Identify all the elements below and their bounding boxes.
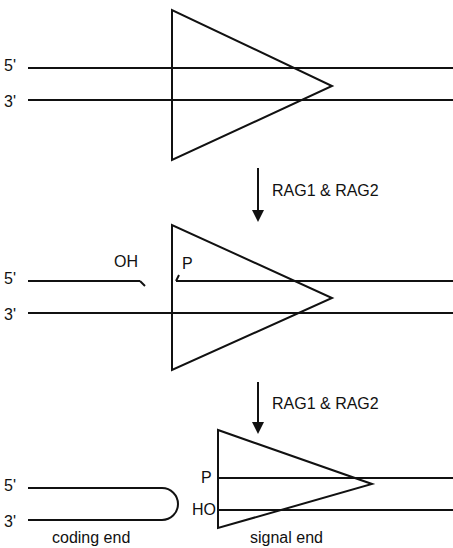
step-arrow bbox=[257, 382, 259, 424]
strand-end-label: 5' bbox=[4, 58, 16, 74]
dna-strand bbox=[28, 312, 453, 314]
strand-end-label: 3' bbox=[4, 514, 16, 530]
nick-tick bbox=[140, 281, 145, 286]
strand-end-label: 3' bbox=[4, 94, 16, 110]
hairpin-coding-end bbox=[28, 488, 178, 520]
strand-end-label: 5' bbox=[4, 478, 16, 494]
arrow-head bbox=[252, 210, 264, 222]
enzyme-label: RAG1 & RAG2 bbox=[272, 396, 379, 412]
chemical-group-label: HO bbox=[192, 502, 216, 518]
dna-strand bbox=[218, 477, 453, 479]
strand-end-label: 3' bbox=[4, 307, 16, 323]
chemical-group-label: P bbox=[201, 470, 212, 486]
step-arrow bbox=[257, 168, 259, 212]
dna-strand bbox=[218, 509, 453, 511]
end-caption: coding end bbox=[52, 530, 130, 546]
chemical-group-label: P bbox=[182, 256, 193, 272]
signal-triangle bbox=[172, 225, 332, 370]
strand-end-label: 5' bbox=[4, 271, 16, 287]
dna-strand bbox=[28, 67, 453, 69]
arrow-head bbox=[252, 422, 264, 434]
signal-triangle bbox=[218, 430, 372, 528]
nick-tick bbox=[176, 275, 179, 281]
dna-strand bbox=[28, 280, 140, 282]
signal-triangle bbox=[172, 10, 332, 160]
chemical-group-label: OH bbox=[114, 254, 138, 270]
end-caption: signal end bbox=[250, 530, 323, 546]
dna-strand bbox=[176, 280, 453, 282]
dna-strand bbox=[28, 99, 453, 101]
enzyme-label: RAG1 & RAG2 bbox=[272, 183, 379, 199]
